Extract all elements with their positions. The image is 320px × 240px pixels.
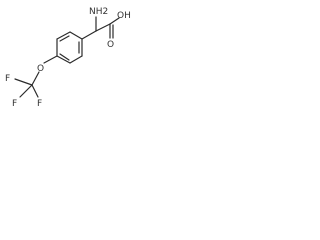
ether-oxygen-label: O xyxy=(37,64,44,74)
fluorine-top-left-label: F xyxy=(5,74,10,84)
fluorine-bottom-right-label: F xyxy=(37,99,42,109)
ring-double-bond-bottom-left xyxy=(59,53,70,61)
amine-label: NH2 xyxy=(89,7,108,17)
structure-diagram: NH2 OH O O F F F xyxy=(0,0,142,113)
ring-double-bond-top-left xyxy=(59,35,70,42)
benzene-ring xyxy=(56,31,83,64)
ring-to-ether-oxygen-bond xyxy=(43,55,58,64)
cf3-to-f-top-left-bond xyxy=(14,78,33,86)
hydroxyl-label: OH xyxy=(117,11,131,21)
ring-to-alpha-carbon-bond xyxy=(81,30,97,40)
carboxyl-hydroxyl-bond xyxy=(109,17,120,25)
cf3-to-f-bottom-right-bond xyxy=(31,84,39,98)
cf3-to-f-bottom-left-bond xyxy=(19,84,33,98)
molecule-drawing: NH2 OH O O F F F xyxy=(5,7,131,109)
fluorine-bottom-left-label: F xyxy=(12,99,17,109)
ether-oxygen-to-cf3-bond xyxy=(31,71,40,86)
alpha-carbon-to-carboxyl-bond xyxy=(95,23,111,32)
carbonyl-oxygen-label: O xyxy=(107,40,114,50)
